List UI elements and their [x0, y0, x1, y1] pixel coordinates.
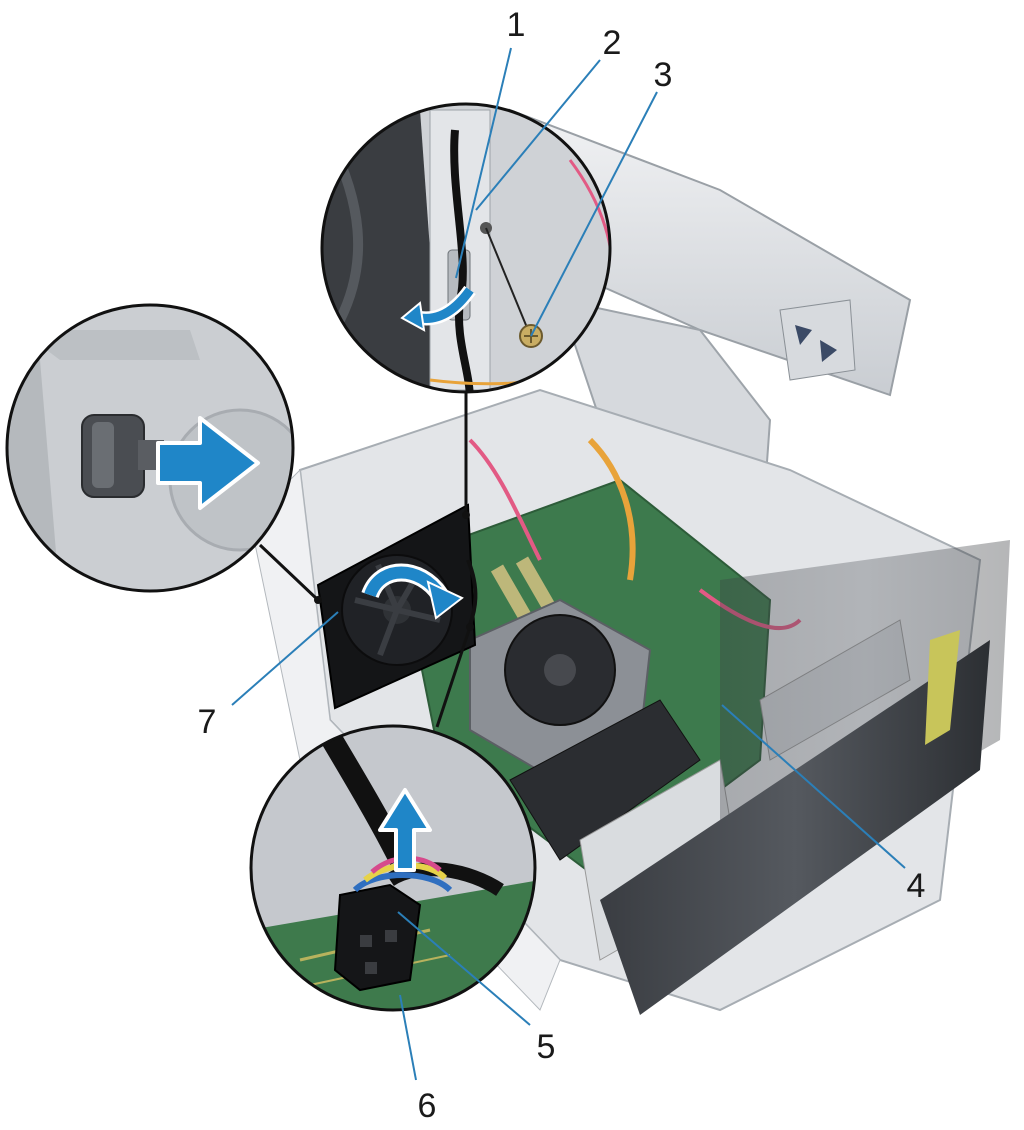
front-bezel-label: [925, 630, 960, 745]
callout-5: 5: [537, 1028, 556, 1066]
callout-leader-lines: [231, 47, 906, 1081]
leader-line-4: [721, 704, 906, 869]
inset-connector-lines: [258, 392, 474, 728]
callout-3: 3: [654, 56, 673, 94]
callout-1: 1: [507, 6, 526, 44]
leader-line-3: [530, 91, 658, 337]
power-cable-orange: [587, 437, 636, 581]
inset-fan-tab-release: [5, 303, 295, 593]
release-arrow-right-icon: [820, 340, 837, 362]
power-supply-release-tab: [779, 299, 856, 381]
chassis-front-bezel: [600, 640, 990, 1015]
leader-line-7: [231, 611, 339, 706]
graphics-card: [509, 699, 701, 861]
callout-2: 2: [603, 24, 622, 62]
inset-fan-cable-disconnect: [249, 724, 537, 1012]
fan-cable: [466, 559, 478, 626]
sata-cable-pink-1: [468, 438, 542, 561]
leader-line-6: [399, 994, 417, 1081]
fan-cable-inset-bottom: [315, 726, 410, 865]
leader-line-5: [397, 911, 531, 1026]
fan-grill-dark: [322, 110, 440, 390]
fan-cable-connector-icon: [333, 883, 422, 992]
callout-4: 4: [907, 867, 926, 905]
callout-numbers: 1 2 3 4 5 6 7: [198, 6, 926, 1125]
callout-7: 7: [198, 703, 217, 741]
arrow-up-icon: [378, 788, 432, 872]
callout-6: 6: [418, 1087, 437, 1125]
leader-line-1: [455, 47, 512, 279]
inset-cable-routing: [320, 102, 612, 394]
arrow-right-icon: [156, 416, 260, 510]
leader-line-2: [475, 59, 601, 211]
release-arrow-left-icon: [795, 325, 812, 345]
computer-chassis: [249, 108, 1010, 1015]
